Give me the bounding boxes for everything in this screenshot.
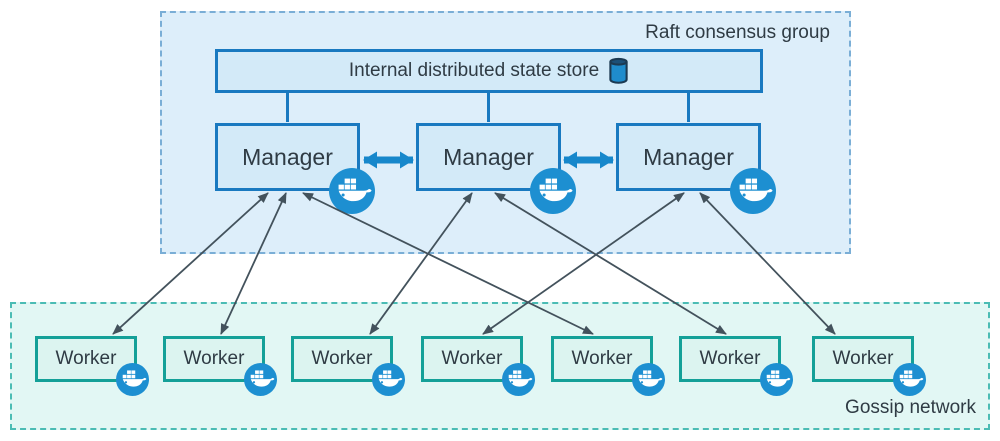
worker-node-5: Worker bbox=[551, 336, 665, 396]
worker-label: Worker bbox=[441, 348, 503, 369]
manager-label: Manager bbox=[443, 143, 534, 170]
worker-node-6: Worker bbox=[679, 336, 793, 396]
worker-label: Worker bbox=[183, 348, 245, 369]
raft-group-label: Raft consensus group bbox=[645, 22, 830, 43]
gossip-network-label: Gossip network bbox=[845, 397, 976, 418]
docker-whale-icon bbox=[530, 168, 576, 214]
docker-whale-icon bbox=[116, 363, 149, 396]
manager-label: Manager bbox=[242, 143, 333, 170]
docker-whale-icon bbox=[244, 363, 277, 396]
state-store-box: Internal distributed state store bbox=[215, 49, 763, 93]
docker-whale-icon bbox=[893, 363, 926, 396]
manager-node-2: Manager bbox=[416, 123, 576, 214]
worker-label: Worker bbox=[311, 348, 373, 369]
docker-whale-icon bbox=[632, 363, 665, 396]
worker-label: Worker bbox=[832, 348, 894, 369]
state-store-label: Internal distributed state store bbox=[348, 60, 600, 81]
docker-whale-icon bbox=[760, 363, 793, 396]
docker-whale-icon bbox=[730, 168, 776, 214]
worker-node-7: Worker bbox=[812, 336, 926, 396]
worker-node-3: Worker bbox=[291, 336, 405, 396]
worker-node-1: Worker bbox=[35, 336, 149, 396]
manager-label: Manager bbox=[643, 143, 734, 170]
docker-whale-icon bbox=[502, 363, 535, 396]
worker-label: Worker bbox=[699, 348, 761, 369]
worker-label: Worker bbox=[55, 348, 117, 369]
docker-whale-icon bbox=[372, 363, 405, 396]
worker-node-2: Worker bbox=[163, 336, 277, 396]
worker-node-4: Worker bbox=[421, 336, 535, 396]
manager-node-3: Manager bbox=[616, 123, 776, 214]
manager-node-1: Manager bbox=[215, 123, 375, 214]
worker-label: Worker bbox=[571, 348, 633, 369]
database-cylinder-icon bbox=[608, 57, 629, 85]
docker-whale-icon bbox=[329, 168, 375, 214]
